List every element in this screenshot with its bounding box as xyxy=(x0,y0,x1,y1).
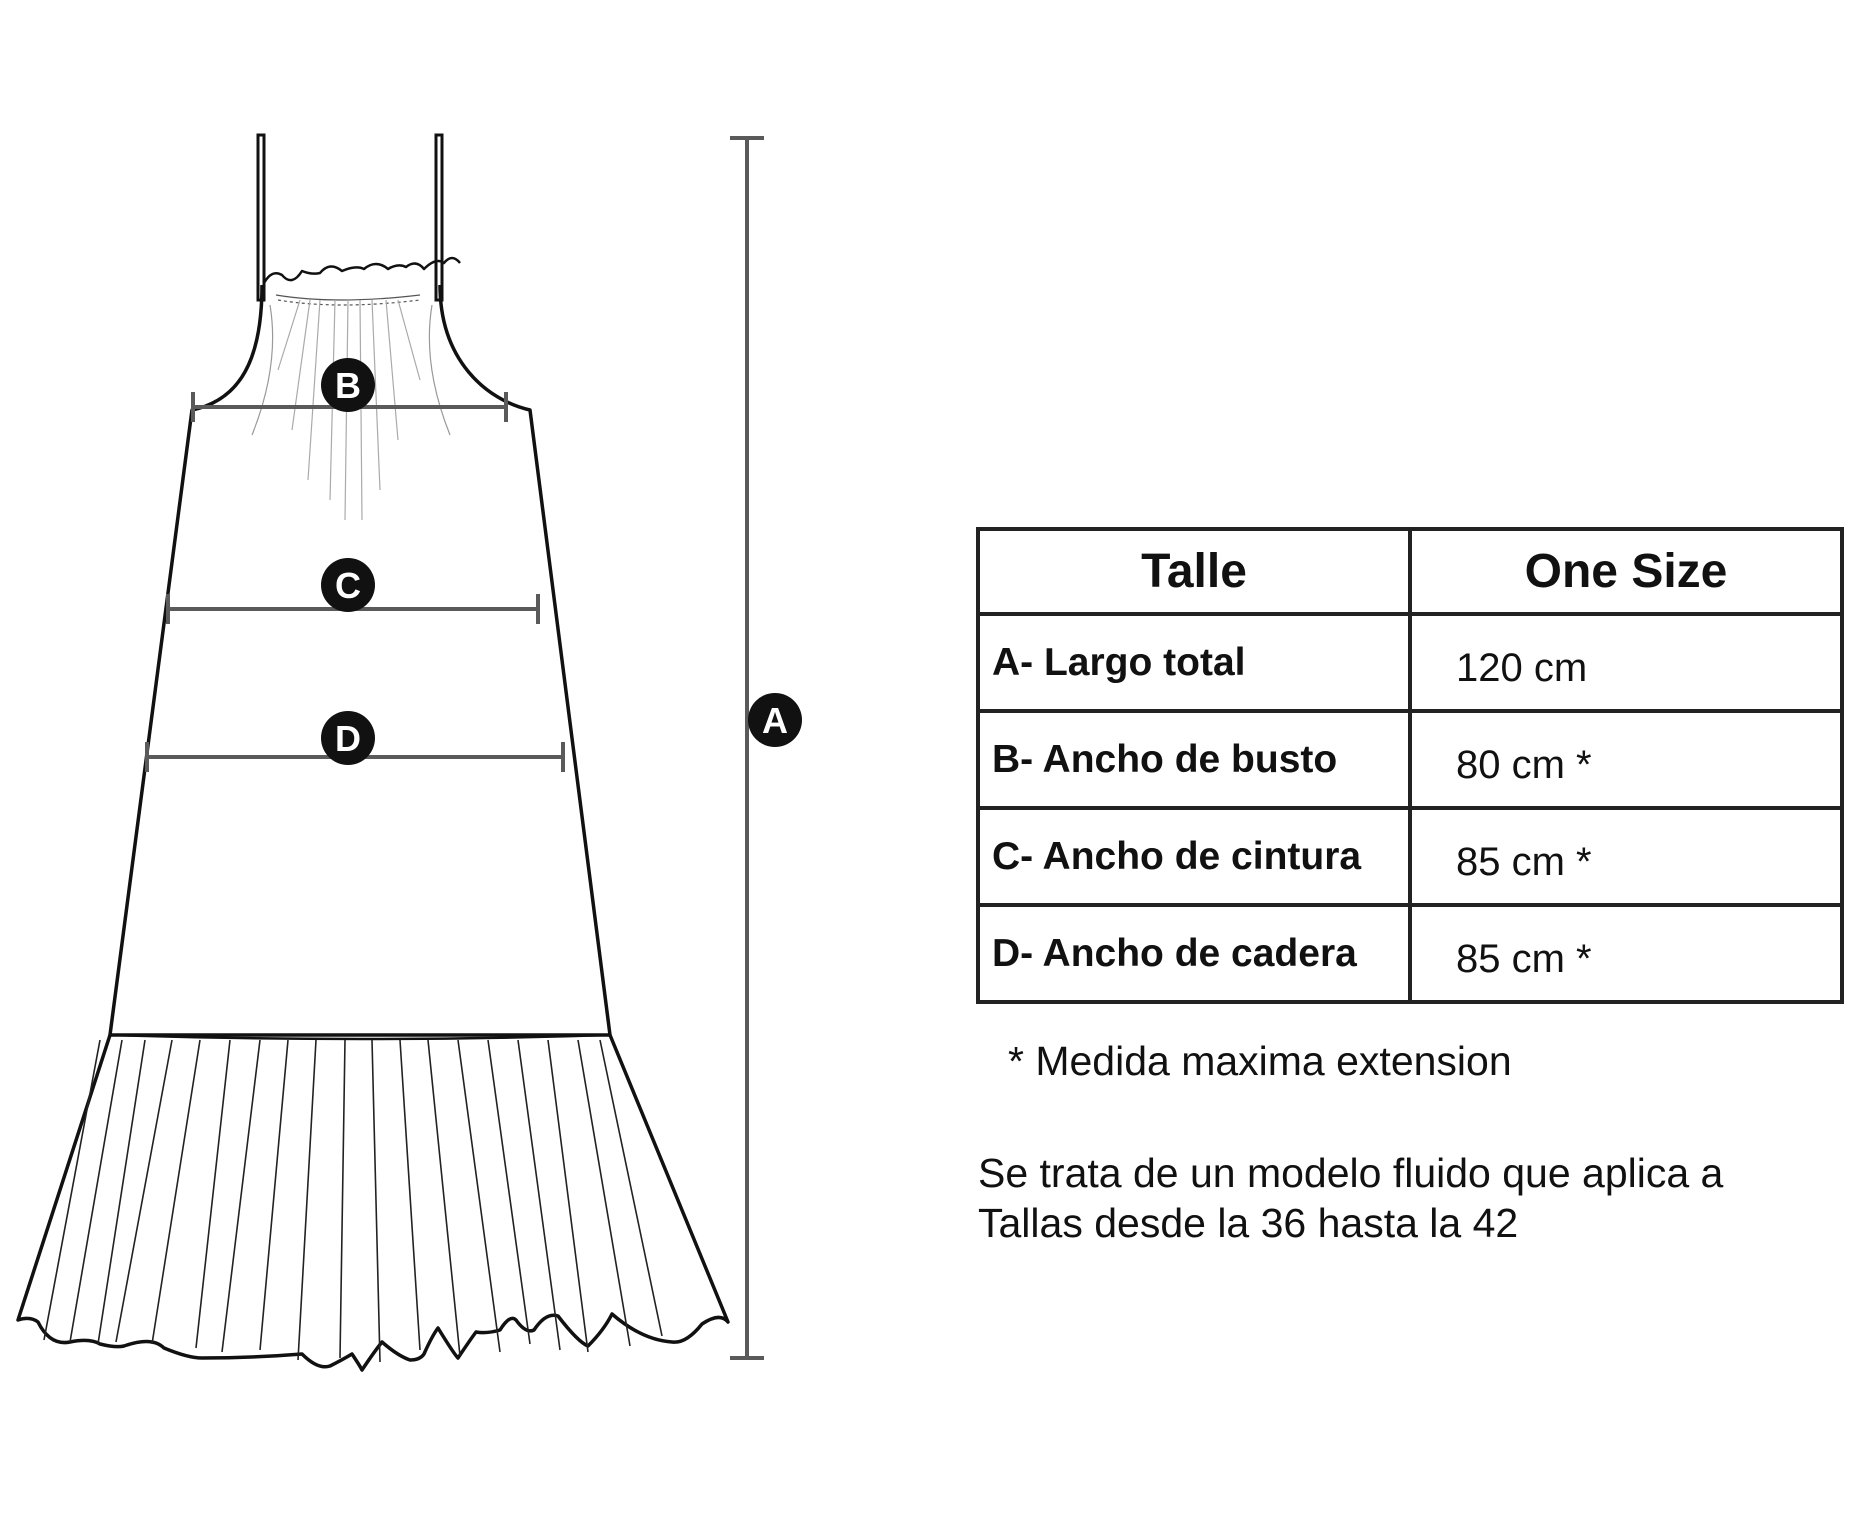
table-header-row: Talle One Size xyxy=(976,527,1844,616)
header-talle: Talle xyxy=(976,527,1412,616)
row-value: 80 cm * xyxy=(1408,709,1844,810)
svg-text:C: C xyxy=(335,565,361,606)
marker-c: C xyxy=(321,558,375,612)
measure-lines xyxy=(145,136,764,1360)
ruffle-gathers xyxy=(43,1039,663,1363)
row-value: 120 cm xyxy=(1408,612,1844,713)
row-label: A- Largo total xyxy=(976,612,1412,713)
description-line-1: Se trata de un modelo fluido que aplica … xyxy=(978,1150,1724,1196)
row-label: C- Ancho de cintura xyxy=(976,806,1412,907)
table-row: D- Ancho de cadera 85 cm * xyxy=(976,903,1844,1004)
marker-b: B xyxy=(321,358,375,412)
description: Se trata de un modelo fluido que aplica … xyxy=(978,1148,1858,1248)
dress-diagram: A B C D xyxy=(16,133,802,1372)
svg-text:D: D xyxy=(335,718,361,759)
marker-a: A xyxy=(748,693,802,747)
table-row: A- Largo total 120 cm xyxy=(976,612,1844,713)
header-one-size: One Size xyxy=(1408,527,1844,616)
description-line-2: Tallas desde la 36 hasta la 42 xyxy=(978,1200,1519,1246)
dress-body xyxy=(108,256,612,1037)
row-label: D- Ancho de cadera xyxy=(976,903,1412,1004)
row-value: 85 cm * xyxy=(1408,903,1844,1004)
footnote: * Medida maxima extension xyxy=(1008,1038,1512,1084)
straps xyxy=(256,133,444,302)
row-value: 85 cm * xyxy=(1408,806,1844,907)
table-row: C- Ancho de cintura 85 cm * xyxy=(976,806,1844,907)
marker-d: D xyxy=(321,711,375,765)
svg-text:A: A xyxy=(762,700,788,741)
row-label: B- Ancho de busto xyxy=(976,709,1412,810)
table-row: B- Ancho de busto 80 cm * xyxy=(976,709,1844,810)
svg-text:B: B xyxy=(335,365,361,406)
size-table: Talle One Size A- Largo total 120 cm B- … xyxy=(976,527,1844,1004)
